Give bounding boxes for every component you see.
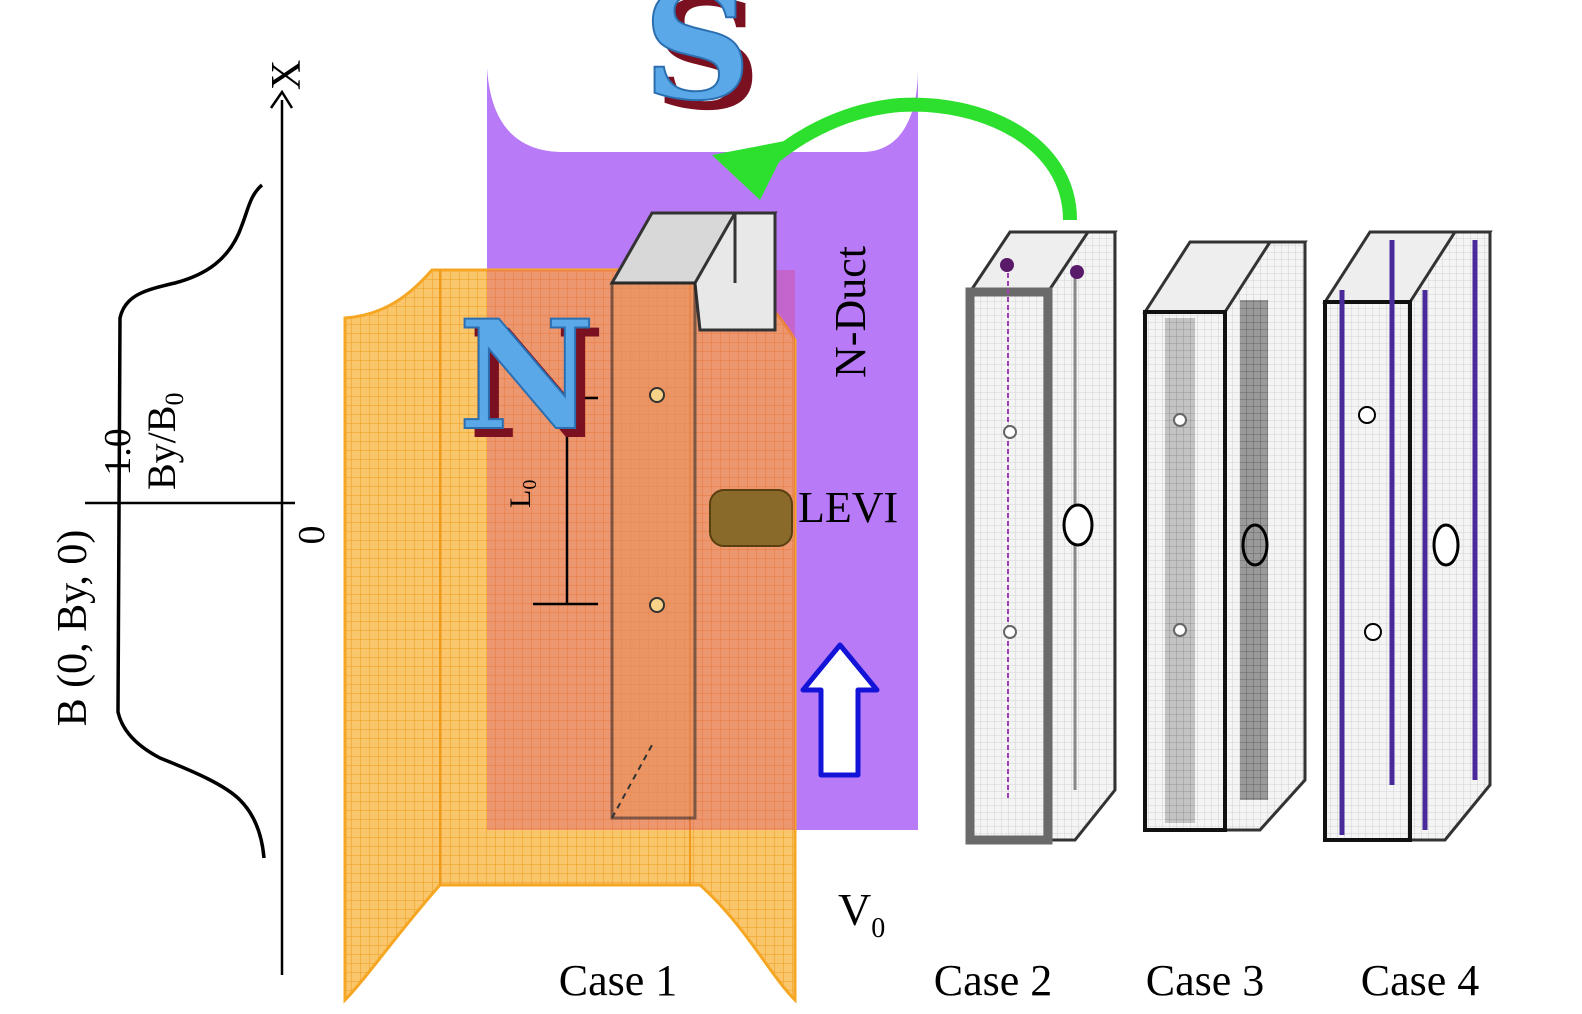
- case4-tube: [1322, 230, 1493, 842]
- field-profile-curve: [116, 183, 266, 859]
- case2-hole-upper: [1003, 425, 1017, 439]
- velocity-subscript: 0: [871, 913, 885, 944]
- case1-tube: [609, 211, 778, 820]
- case2-tube: [965, 230, 1118, 845]
- length-bracket: L0: [504, 396, 598, 606]
- length-text: L: [504, 490, 537, 508]
- velocity-text: V: [838, 884, 871, 935]
- x-axis-arrowhead: [269, 89, 294, 109]
- svg-text:By/B0: By/B0: [139, 393, 189, 490]
- tick-one-label: 1.0: [97, 428, 139, 476]
- case2-dot-left: [1000, 258, 1014, 272]
- case4-port: [1432, 523, 1460, 567]
- swap-arrow-head: [712, 140, 790, 200]
- case4-hole-upper: [1358, 406, 1376, 424]
- case2-dot-right: [1070, 265, 1084, 279]
- levi-label: LEVI: [798, 483, 898, 532]
- south-letter-shadow: S: [653, 0, 761, 144]
- tube-inner-dash: [611, 744, 653, 819]
- length-label: L0: [504, 480, 541, 508]
- svg-text:L0: L0: [504, 480, 541, 508]
- case-label-3: Case 3: [1146, 956, 1265, 1005]
- x-axis-label: X: [264, 60, 310, 90]
- north-pole-letter: N N: [457, 287, 605, 473]
- case4-hole-lower: [1364, 623, 1382, 641]
- case3-tube: [1142, 240, 1308, 832]
- svg-text:V0: V0: [838, 884, 885, 944]
- case3-port: [1241, 523, 1269, 567]
- case-label-2: Case 2: [934, 956, 1053, 1005]
- north-letter: N: [458, 288, 595, 464]
- duct-label: N-Duct: [826, 246, 875, 378]
- length-subscript: 0: [519, 480, 541, 490]
- south-letter: S: [643, 0, 751, 134]
- ratio-text: By/B: [139, 406, 184, 490]
- swap-arrow-icon: [712, 97, 1077, 221]
- levi-cylinder: [709, 489, 793, 547]
- north-letter-shadow: N: [468, 297, 605, 473]
- levi-probe: LEVI: [709, 483, 898, 547]
- south-pole-letter: S S: [642, 0, 761, 144]
- case2-port: [1062, 503, 1094, 547]
- case4-front: [1323, 300, 1412, 842]
- case-label-4: Case 4: [1361, 956, 1480, 1005]
- ratio-subscript: 0: [160, 393, 189, 406]
- flow-arrow-icon: [800, 642, 880, 778]
- tick-zero-label: 0: [291, 526, 333, 545]
- sensor-hole-lower: [649, 597, 665, 613]
- field-profile-plot: X 0 1.0 By/B0 B (0, By, 0): [50, 60, 333, 975]
- case2-hole-lower: [1003, 625, 1017, 639]
- sensor-hole-upper: [649, 387, 665, 403]
- ratio-label: By/B0: [139, 393, 189, 490]
- case3-front-dark: [1165, 318, 1195, 823]
- case-label-1: Case 1: [559, 956, 678, 1005]
- case3-hole-lower: [1173, 623, 1187, 637]
- velocity-label: V0: [838, 884, 885, 944]
- y-axis-label: B (0, By, 0): [50, 530, 96, 727]
- swap-arrow-curve: [755, 97, 1077, 221]
- case3-hole-upper: [1173, 413, 1187, 427]
- tube-front: [610, 281, 697, 820]
